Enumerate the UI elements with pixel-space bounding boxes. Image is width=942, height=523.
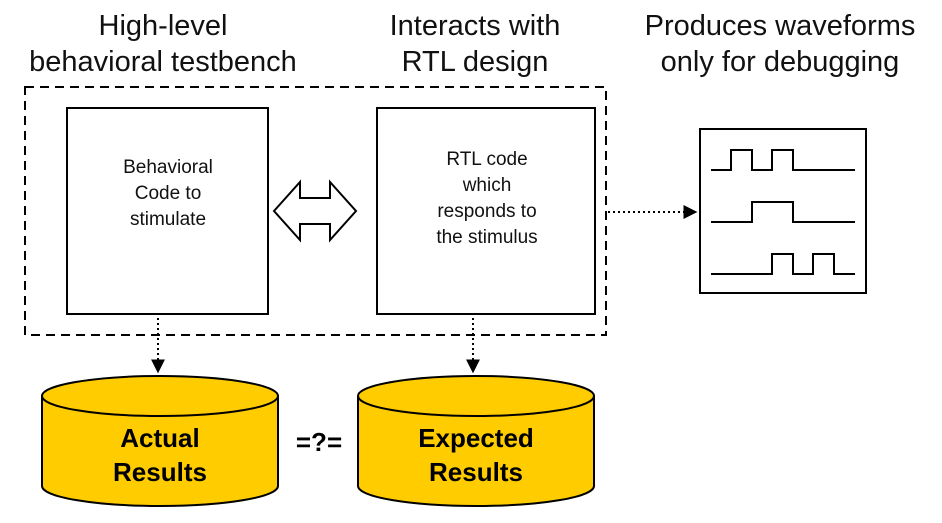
heading-waveforms-line-1: Produces waveforms <box>644 10 916 42</box>
rtl-code-line-3: responds to <box>437 201 537 222</box>
rtl-code-box <box>376 107 596 315</box>
heading-testbench-line-1: High-level <box>98 10 228 42</box>
expected-results-line-2: Results <box>429 457 523 487</box>
expected-results-label: Expected Results <box>358 421 594 489</box>
heading-rtl-line-2: RTL design <box>401 46 549 78</box>
waveform-trace-3 <box>711 253 855 275</box>
behavioral-code-line-1: Behavioral <box>123 157 213 178</box>
testbench-boundary <box>24 86 607 336</box>
behavioral-code-line-3: stimulate <box>129 209 207 230</box>
waveform-trace-2 <box>711 201 855 223</box>
rtl-code-line-4: the stimulus <box>436 227 538 248</box>
waveform-trace-1 <box>711 149 855 171</box>
actual-results-label: Actual Results <box>42 421 278 489</box>
double-headed-arrow-icon <box>272 179 358 243</box>
expected-results-database <box>357 375 595 507</box>
comparison-operator: =?= <box>295 427 343 457</box>
actual-results-line-1: Actual <box>120 423 200 453</box>
heading-rtl-line-1: Interacts with <box>389 10 561 42</box>
rtl-code-line-1: RTL code <box>446 149 528 170</box>
rtl-code-text: RTL code which responds to the stimulus <box>378 147 596 251</box>
rtl-code-line-2: which <box>462 175 512 196</box>
heading-waveforms-line-2: only for debugging <box>660 46 900 78</box>
heading-testbench-line-2: behavioral testbench <box>29 46 297 78</box>
actual-results-line-2: Results <box>113 457 207 487</box>
behavioral-code-box <box>66 107 269 315</box>
behavioral-code-line-2: Code to <box>134 183 202 204</box>
behavioral-code-text: Behavioral Code to stimulate <box>68 155 268 233</box>
actual-results-database <box>41 375 279 507</box>
heading-rtl: Interacts with RTL design <box>350 8 600 80</box>
expected-results-line-1: Expected <box>418 423 534 453</box>
heading-waveforms: Produces waveforms only for debugging <box>630 8 930 80</box>
heading-testbench: High-level behavioral testbench <box>18 8 308 80</box>
waveform-icon <box>699 128 867 294</box>
